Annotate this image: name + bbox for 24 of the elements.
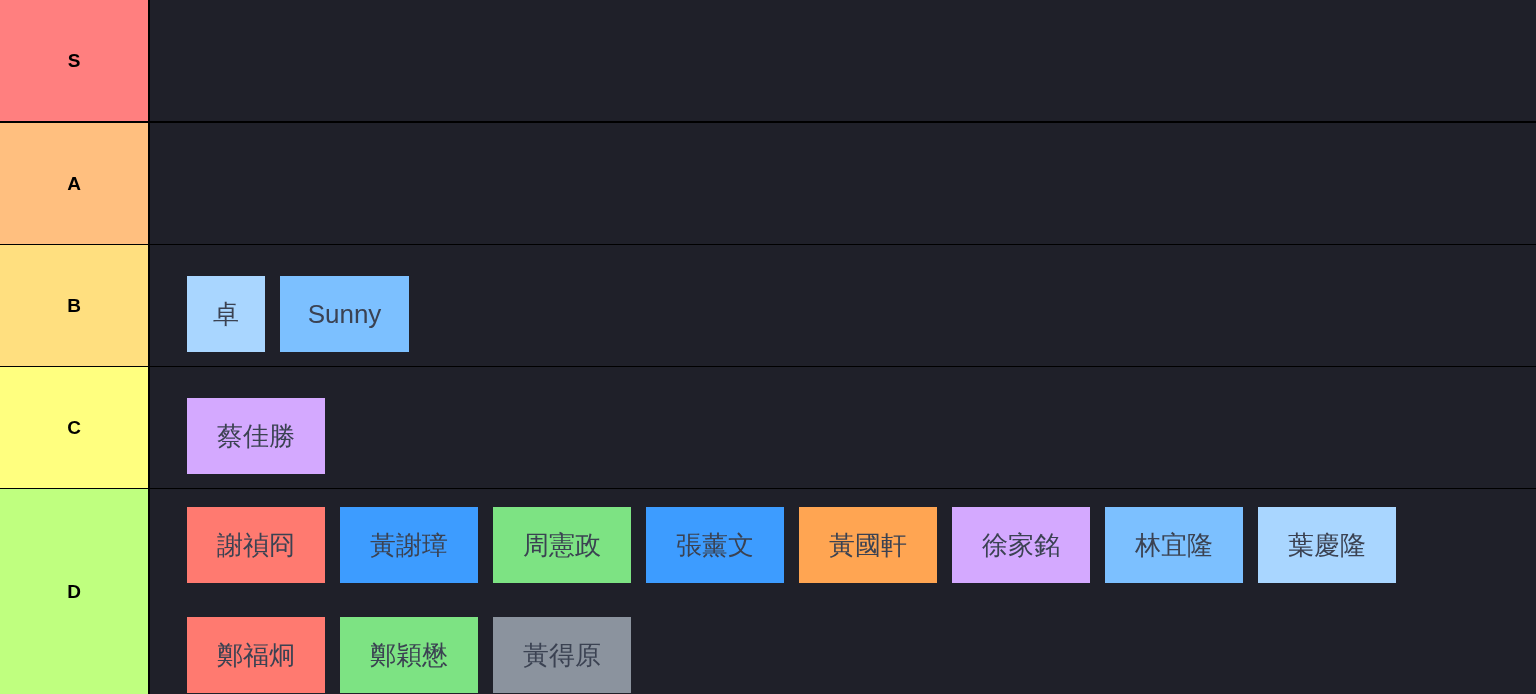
name-tile: 謝禎冏 <box>187 507 325 583</box>
name-tile: 葉慶隆 <box>1258 507 1396 583</box>
name-tile: 周憲政 <box>493 507 631 583</box>
name-tile: 張薰文 <box>646 507 784 583</box>
name-tile: 鄭穎懋 <box>340 617 478 693</box>
name-tile: 黃國軒 <box>799 507 937 583</box>
tier-label: D <box>0 489 150 694</box>
name-tile: Sunny <box>280 276 409 352</box>
name-tile: 鄭福炯 <box>187 617 325 693</box>
tier-row <box>0 0 1536 121</box>
tier-row <box>0 489 1536 694</box>
tier-label: B <box>0 245 150 366</box>
name-tile: 黃謝璋 <box>340 507 478 583</box>
name-tile: 卓 <box>187 276 265 352</box>
tier-label: C <box>0 367 150 488</box>
tier-row <box>0 367 1536 488</box>
tier-row <box>0 245 1536 366</box>
tier-row <box>0 123 1536 244</box>
name-tile: 林宜隆 <box>1105 507 1243 583</box>
name-tile: 蔡佳勝 <box>187 398 325 474</box>
tier-label: S <box>0 0 150 121</box>
tier-label: A <box>0 123 150 244</box>
name-tile: 徐家銘 <box>952 507 1090 583</box>
name-tile: 黃得原 <box>493 617 631 693</box>
